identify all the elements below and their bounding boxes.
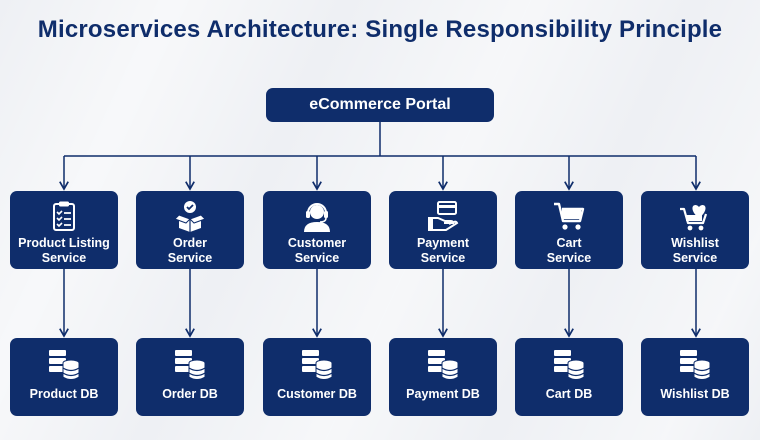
ecommerce-portal-node: eCommerce Portal <box>266 88 494 122</box>
database-label: Customer DB <box>277 387 357 401</box>
hand-card-payment-icon <box>428 201 459 231</box>
diagram-title: Microservices Architecture: Single Respo… <box>37 16 723 43</box>
server-database-icon <box>554 350 585 380</box>
database-node-cart: Cart DB <box>515 338 623 416</box>
database-label: Cart DB <box>545 387 593 401</box>
database-label: Product DB <box>29 387 99 401</box>
database-label: Wishlist DB <box>660 387 730 401</box>
service-label: Payment Service <box>416 236 470 265</box>
service-label: Customer Service <box>287 236 347 265</box>
open-box-check-icon <box>174 201 206 232</box>
clipboard-checklist-icon <box>53 201 75 231</box>
service-node-wishlist: Wishlist Service <box>641 191 749 269</box>
server-database-icon <box>302 350 333 380</box>
server-database-icon <box>49 350 80 380</box>
service-node-order: Order Service <box>136 191 244 269</box>
service-node-payment: Payment Service <box>389 191 497 269</box>
database-node-customer: Customer DB <box>263 338 371 416</box>
shopping-cart-icon <box>554 202 585 230</box>
service-label: Order Service <box>167 236 213 265</box>
service-node-customer: Customer Service <box>263 191 371 269</box>
server-database-icon <box>428 350 459 380</box>
database-label: Payment DB <box>406 387 480 401</box>
database-node-wishlist: Wishlist DB <box>641 338 749 416</box>
service-label: Product Listing Service <box>18 236 110 265</box>
service-label: Wishlist Service <box>671 236 719 265</box>
server-database-icon <box>680 350 711 380</box>
database-node-order: Order DB <box>136 338 244 416</box>
database-label: Order DB <box>162 387 218 401</box>
cart-heart-icon <box>680 205 708 231</box>
service-label: Cart Service <box>546 236 592 265</box>
database-node-product: Product DB <box>10 338 118 416</box>
server-database-icon <box>175 350 206 380</box>
service-node-product-listing: Product Listing Service <box>10 191 118 269</box>
service-node-cart: Cart Service <box>515 191 623 269</box>
database-node-payment: Payment DB <box>389 338 497 416</box>
headset-agent-icon <box>304 203 330 232</box>
